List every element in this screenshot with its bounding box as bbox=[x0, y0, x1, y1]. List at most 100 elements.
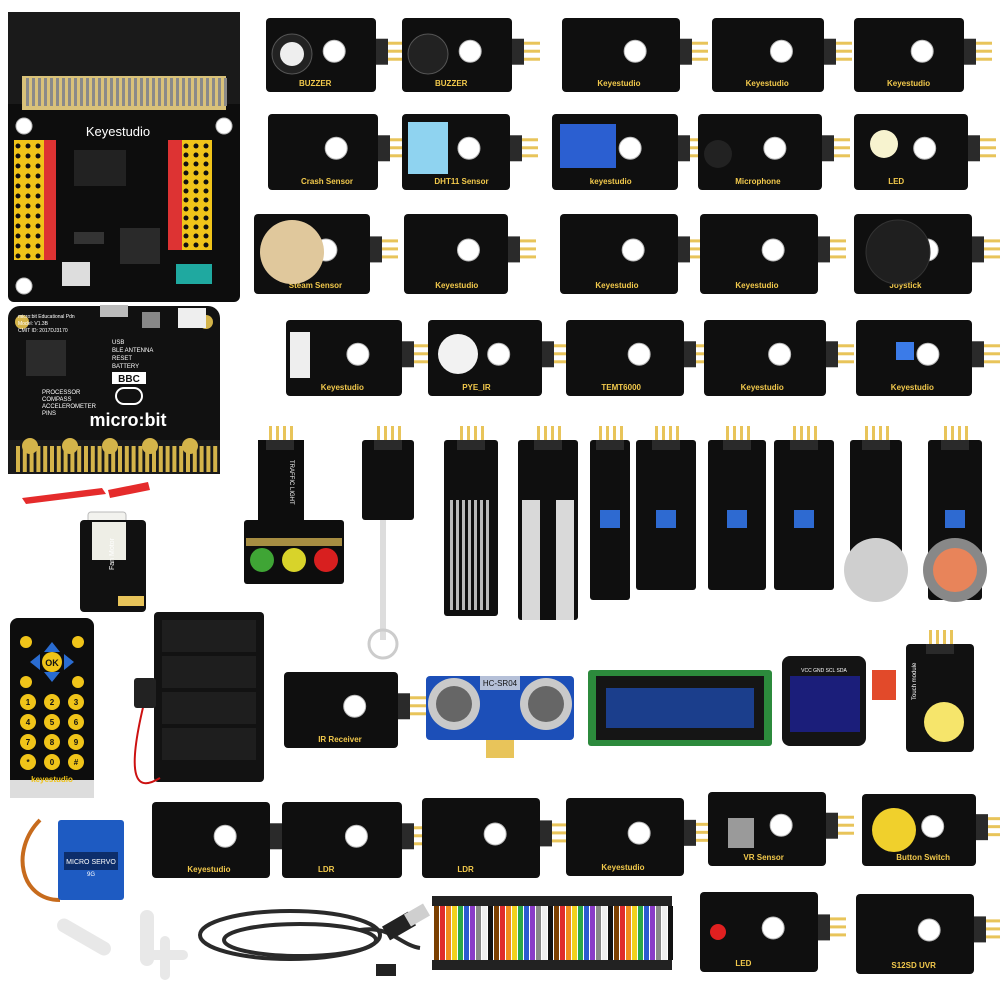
oled-pins: VCC GND SCL SDA bbox=[801, 668, 847, 674]
vertical-sensor-4 bbox=[590, 426, 630, 600]
module-r2-5: LED bbox=[854, 114, 996, 190]
remote-dpad: OK bbox=[20, 636, 84, 688]
module-label: Crash Sensor bbox=[301, 177, 353, 186]
module-label: TEMT6000 bbox=[601, 383, 641, 392]
remote-key-label: 0 bbox=[50, 758, 55, 767]
module-r2-3: keyestudio bbox=[552, 114, 706, 190]
remote-key-label: 6 bbox=[74, 718, 79, 727]
module-label: Keyestudio bbox=[891, 383, 934, 392]
remote-key: 6 bbox=[68, 714, 84, 730]
module-bottom-9: S12SD UVR bbox=[856, 894, 1000, 974]
module-r4-5: Keyestudio bbox=[856, 320, 1000, 396]
module-label: BUZZER bbox=[435, 79, 468, 88]
remote-key-label: 8 bbox=[50, 738, 55, 747]
traffic-light-module: TRAFFIC LIGHT bbox=[244, 426, 344, 584]
microbit-label-reset: RESET bbox=[112, 356, 132, 362]
vertical-sensor-3 bbox=[518, 426, 578, 620]
module-label: BUZZER bbox=[299, 79, 332, 88]
remote-key: 0 bbox=[44, 754, 60, 770]
module-r3-2: Keyestudio bbox=[404, 214, 536, 294]
microbit-board: micro:bit Educational Pdn Model: V1.3B C… bbox=[8, 305, 220, 474]
remote-key: 7 bbox=[20, 734, 36, 750]
touch-module: Touch module bbox=[906, 630, 974, 752]
module-r1-5: Keyestudio bbox=[854, 18, 992, 92]
module-r3-5: Joystick bbox=[854, 214, 1000, 294]
module-r2-4: Microphone bbox=[698, 114, 850, 190]
fan-motor-module: Fan Motor bbox=[22, 482, 150, 612]
module-bottom-6: VR Sensor bbox=[708, 792, 854, 866]
fan-label: Fan Motor bbox=[109, 537, 116, 570]
micro-servo: MICRO SERVO 9G bbox=[20, 818, 188, 980]
module-label: Keyestudio bbox=[595, 281, 638, 290]
remote-brand: keyestudio bbox=[31, 775, 73, 784]
module-r3-3: Keyestudio bbox=[560, 214, 706, 294]
module-label: Keyestudio bbox=[735, 281, 778, 290]
remote-key-label: 4 bbox=[26, 718, 31, 727]
vertical-sensor-9 bbox=[923, 426, 987, 602]
module-r4-2: PYE_IR bbox=[428, 320, 570, 396]
remote-key: 1 bbox=[20, 694, 36, 710]
vertical-sensor-6 bbox=[708, 426, 766, 590]
module-label: Keyestudio bbox=[741, 383, 784, 392]
remote-key-label: 3 bbox=[74, 698, 79, 707]
battery-holder bbox=[133, 612, 264, 785]
remote-key-label: # bbox=[74, 758, 79, 767]
module-bottom-3: LDR bbox=[282, 802, 430, 878]
microbit-label-accel: ACCELEROMETER bbox=[42, 404, 97, 410]
remote-key: 5 bbox=[44, 714, 60, 730]
oled-display: VCC GND SCL SDA bbox=[782, 656, 896, 746]
remote-key: 3 bbox=[68, 694, 84, 710]
microbit-info-1: micro:bit Educational Pdn bbox=[18, 314, 75, 320]
remote-key: 2 bbox=[44, 694, 60, 710]
module-label: VR Sensor bbox=[743, 853, 783, 862]
microbit-label-antenna: BLE ANTENNA bbox=[112, 348, 153, 354]
module-label: Keyestudio bbox=[187, 865, 230, 874]
module-r1-3: Keyestudio bbox=[562, 18, 708, 92]
module-r1-4: Keyestudio bbox=[712, 18, 852, 92]
servo-label: MICRO SERVO bbox=[66, 859, 116, 866]
remote-ok-label: OK bbox=[45, 658, 59, 668]
remote-key-label: 9 bbox=[74, 738, 79, 747]
module-r2-2: DHT11 Sensor bbox=[402, 114, 538, 190]
module-label: Keyestudio bbox=[746, 79, 789, 88]
module-r4-4: Keyestudio bbox=[704, 320, 854, 396]
module-r4-1: Keyestudio bbox=[286, 320, 430, 396]
module-label: Keyestudio bbox=[435, 281, 478, 290]
microbit-label-processor: PROCESSOR bbox=[42, 390, 81, 396]
module-bottom-2: Keyestudio bbox=[152, 802, 298, 878]
vertical-sensor-7 bbox=[774, 426, 834, 590]
remote-key: 8 bbox=[44, 734, 60, 750]
module-label: LDR bbox=[318, 865, 335, 874]
expansion-board: Keyestudio bbox=[8, 12, 240, 302]
module-bottom-5: Keyestudio bbox=[566, 798, 712, 876]
microbit-label-compass: COMPASS bbox=[42, 397, 72, 403]
module-label: LED bbox=[735, 959, 751, 968]
module-r3-1: Steam Sensor bbox=[254, 214, 398, 294]
module-label: LDR bbox=[457, 865, 474, 874]
bbc-logo: BBC bbox=[118, 374, 140, 385]
module-label: keyestudio bbox=[590, 177, 632, 186]
microbit-info-3: CMIT ID: 2017DJ3170 bbox=[18, 328, 68, 334]
remote-key-label: 5 bbox=[50, 718, 55, 727]
remote-key-label: * bbox=[26, 758, 30, 767]
module-label: LED bbox=[888, 177, 904, 186]
hcsr04-label: HC-SR04 bbox=[483, 679, 518, 688]
module-label: Joystick bbox=[889, 281, 922, 290]
module-label: PYE_IR bbox=[462, 383, 491, 392]
remote-key-label: 7 bbox=[26, 738, 31, 747]
vertical-sensor-1 bbox=[362, 426, 414, 660]
expansion-board-brand: Keyestudio bbox=[86, 124, 150, 139]
ultrasonic-module: HC-SR04 bbox=[426, 676, 574, 758]
module-bottom-8: LED bbox=[700, 892, 846, 972]
module-label: Keyestudio bbox=[601, 863, 644, 872]
remote-key: # bbox=[68, 754, 84, 770]
module-label: S12SD UVR bbox=[891, 961, 936, 970]
microbit-label-usb: USB bbox=[112, 340, 124, 346]
servo-sub-label: 9G bbox=[87, 872, 95, 878]
vertical-sensor-2 bbox=[444, 426, 498, 616]
module-r2-1: Crash Sensor bbox=[268, 114, 406, 190]
module-r1-2: BUZZER bbox=[402, 18, 540, 92]
module-label: Keyestudio bbox=[887, 79, 930, 88]
module-bottom-1: IR Receiver bbox=[284, 672, 426, 748]
